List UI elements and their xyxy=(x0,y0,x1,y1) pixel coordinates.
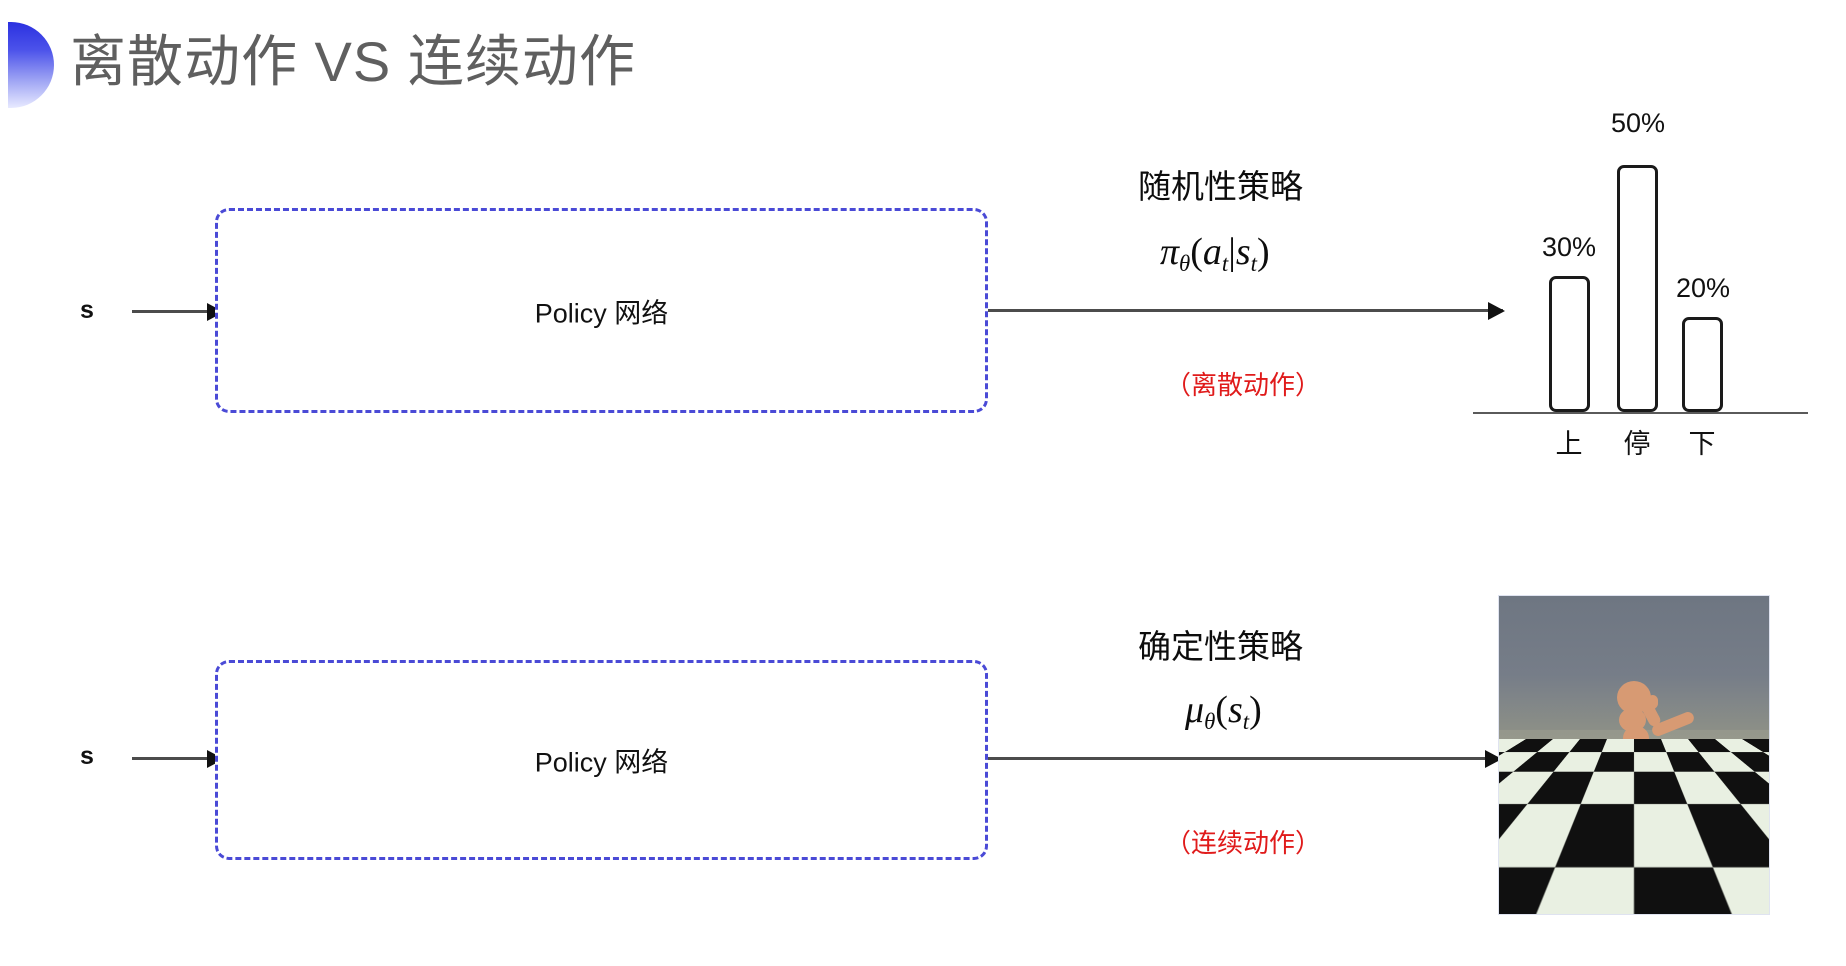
chart-baseline-axis xyxy=(1473,412,1808,414)
formula-theta-2: θ xyxy=(1204,709,1215,734)
stochastic-policy-formula: πθ(at|st) xyxy=(1160,230,1270,277)
action-probability-bar-chart: 30% 50% 20% 上 停 下 xyxy=(1465,110,1825,455)
deterministic-policy-label: 确定性策略 xyxy=(1138,620,1303,668)
formula-close-paren-2: ) xyxy=(1249,689,1262,731)
discrete-action-note: （离散动作） xyxy=(1165,365,1321,402)
formula-s: s xyxy=(1236,231,1251,273)
deterministic-policy-formula: μθ(st) xyxy=(1185,688,1262,735)
formula-mu: μ xyxy=(1185,689,1204,731)
bar-up xyxy=(1549,276,1590,412)
input-label-s-bottom: s xyxy=(80,742,94,771)
stochastic-policy-label: 随机性策略 xyxy=(1138,160,1303,208)
input-arrow-bottom xyxy=(132,757,222,760)
humanoid-hand-right xyxy=(1647,695,1658,709)
policy-network-label-continuous: Policy 网络 xyxy=(218,741,985,780)
formula-pi: π xyxy=(1160,231,1179,273)
formula-close-paren: ) xyxy=(1257,231,1270,273)
humanoid-simulation-image xyxy=(1498,595,1770,915)
bar-value-down: 20% xyxy=(1653,273,1753,304)
bar-category-down: 下 xyxy=(1652,422,1752,461)
page-title: 离散动作 VS 连续动作 xyxy=(70,24,636,100)
bar-down xyxy=(1682,317,1723,412)
formula-pipe: | xyxy=(1228,231,1236,273)
input-label-s-top: s xyxy=(80,296,94,325)
humanoid-lower-torso xyxy=(1625,746,1650,770)
slide-footer-rule xyxy=(0,961,1846,966)
formula-open-paren: ( xyxy=(1190,231,1203,273)
policy-network-label-discrete: Policy 网络 xyxy=(218,291,985,330)
bar-value-up: 30% xyxy=(1519,232,1619,263)
output-arrow-top xyxy=(988,309,1503,312)
policy-network-box-continuous[interactable]: Policy 网络 xyxy=(215,660,988,860)
bar-stop xyxy=(1617,165,1658,412)
formula-s-2: s xyxy=(1228,689,1243,731)
bar-value-stop: 50% xyxy=(1588,108,1688,139)
input-arrow-top xyxy=(132,310,222,313)
title-accent-shape xyxy=(8,22,54,108)
formula-theta: θ xyxy=(1179,251,1190,276)
policy-network-box-discrete[interactable]: Policy 网络 xyxy=(215,208,988,413)
formula-open-paren-2: ( xyxy=(1215,689,1228,731)
output-arrow-bottom xyxy=(988,757,1500,760)
formula-a: a xyxy=(1203,231,1222,273)
continuous-action-note: （连续动作） xyxy=(1165,823,1321,860)
